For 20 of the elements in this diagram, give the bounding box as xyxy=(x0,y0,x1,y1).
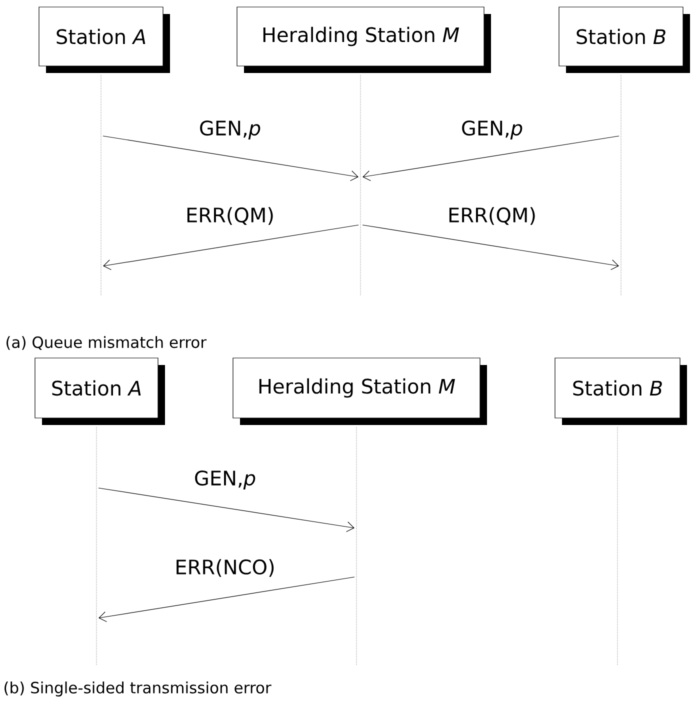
station-box: Heralding Station M xyxy=(232,358,487,425)
edge-label: ERR(QM) xyxy=(184,206,276,226)
arrow xyxy=(102,136,358,182)
edge-label: GEN,p xyxy=(460,120,524,140)
station-box: Station A xyxy=(34,358,165,425)
arrow xyxy=(362,224,619,270)
edge-label: ERR(QM) xyxy=(446,206,538,226)
edge-label: GEN,p xyxy=(192,470,258,490)
station-box: Heralding Station M xyxy=(236,6,491,73)
caption: (b) Single-sided transmission error xyxy=(4,682,272,696)
caption: (a) Queue mismatch error xyxy=(6,336,207,350)
station-box: Station B xyxy=(554,358,687,425)
edge-label: GEN,p xyxy=(198,120,262,140)
arrow xyxy=(98,488,354,532)
station-box: Station B xyxy=(558,6,690,73)
station-box: Station A xyxy=(38,6,170,73)
edge-label: ERR(NCO) xyxy=(174,558,276,578)
arrow xyxy=(362,136,620,182)
arrow xyxy=(98,576,355,622)
arrow xyxy=(103,224,359,270)
